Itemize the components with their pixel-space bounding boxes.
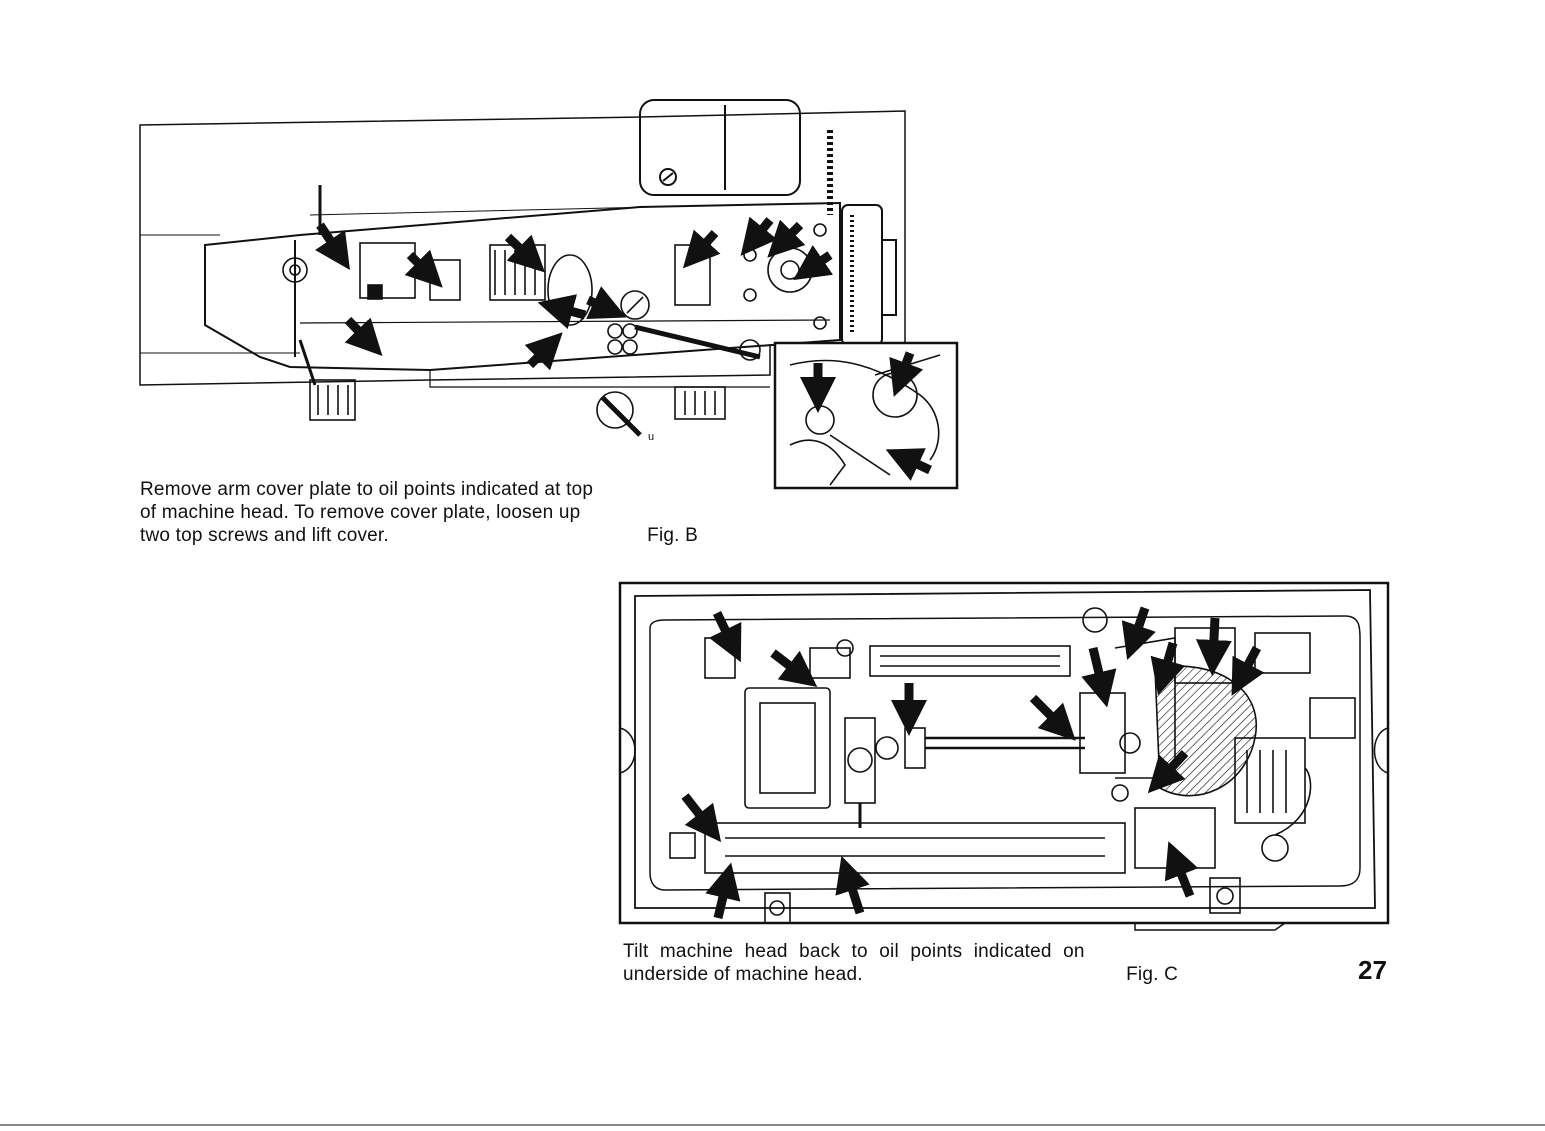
oil-point-arrow [1093,648,1103,690]
figure-c-label: Fig. C [1126,963,1178,986]
oil-point-arrow [752,220,770,242]
figure-b-caption-line: of machine head. To remove cover plate, … [140,501,698,524]
oil-point-arrow [348,320,370,343]
page-number: 27 [1358,955,1387,986]
oil-point-arrow [508,237,532,260]
needle-bar-inset [775,343,957,488]
figure-b-caption-line: Remove arm cover plate to oil points ind… [140,478,698,501]
oil-point-arrow [780,225,800,245]
figure-b-caption: Remove arm cover plate to oil points ind… [140,478,698,547]
oil-point-arrow [1175,858,1190,896]
oil-point-arrow [808,255,830,270]
oil-point-arrow [1213,618,1215,658]
oil-point-arrow [588,300,610,310]
oil-point-arrows [685,608,1257,918]
oil-point-arrow [717,613,733,646]
figure-c-caption-line: underside of machine head. [623,963,863,986]
oil-point-arrow [1133,608,1145,643]
dial-mark: u [648,431,654,443]
figure-b-label: Fig. B [647,524,698,547]
figure-c-caption-line: Tilt machine head back to oil points ind… [623,940,1178,963]
oil-point-arrow [1033,698,1063,728]
oil-point-arrow [695,233,715,255]
bottom-rule [0,1124,1545,1126]
oil-point-arrows [320,220,830,365]
figure-c-illustration [615,568,1395,938]
oil-point-arrow [320,225,340,255]
oil-point-arrow [555,307,585,315]
oil-point-arrow [773,653,803,676]
oil-point-arrow [685,796,710,828]
figure-b-illustration: u [130,95,970,495]
oil-point-arrow [410,255,430,275]
oil-point-arrow [718,880,727,918]
figure-b-caption-line: two top screws and lift cover. [140,524,389,547]
figure-c-caption: Tilt machine head back to oil points ind… [623,940,1178,986]
oil-point-arrow [847,873,860,913]
